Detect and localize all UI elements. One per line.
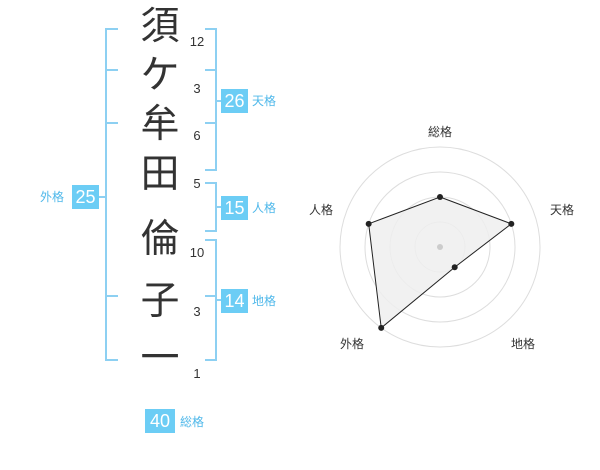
name-char-7: 一 [140,336,180,381]
chikaku-label: 地格 [252,294,277,308]
radar-point [365,220,372,227]
jinkaku-value: 15 [221,196,248,220]
tenkaku-value: 26 [221,89,248,113]
stroke-count-3: 6 [193,128,201,143]
jinkaku-label: 人格 [252,201,277,215]
stroke-count-2: 3 [193,81,201,96]
name-char-1: 須 [140,4,180,49]
radar-axis-label-chikaku: 地格 [511,337,536,351]
name-char-2: ケ [140,53,180,98]
radar-ring [364,171,516,323]
radar-point [508,220,515,227]
radar-center [437,244,443,250]
chikaku-value: 14 [221,289,248,313]
radar-point [378,324,385,331]
name-char-6: 子 [140,279,180,324]
name-char-3: 牟 [140,102,180,147]
name-char-5: 倫 [140,217,180,262]
name-char-4: 田 [140,152,180,197]
soukaku-value: 40 [145,409,175,433]
radar-axis-label-soukaku: 総格 [428,125,453,139]
gaikaku-bracket [105,28,118,361]
stroke-count-6: 3 [193,304,201,319]
tenkaku-bracket [205,28,217,171]
soukaku-label: 総格 [180,415,205,429]
radar-axis-label-gaikaku: 外格 [340,337,365,351]
tenkaku-label: 天格 [252,94,277,108]
gaikaku-value: 25 [72,185,99,209]
radar-point [437,194,443,200]
stroke-count-7: 1 [193,366,201,381]
gaikaku-label: 外格 [40,190,65,204]
radar-axis-label-tenkaku: 天格 [550,203,575,217]
radar-ring [339,146,541,348]
radar-axis-label-jinkaku: 人格 [309,203,334,217]
radar-point [451,264,458,271]
stroke-count-5: 10 [189,245,205,260]
stroke-count-4: 5 [193,176,201,191]
stroke-count-1: 12 [189,34,205,49]
radar-polygon [368,196,513,329]
